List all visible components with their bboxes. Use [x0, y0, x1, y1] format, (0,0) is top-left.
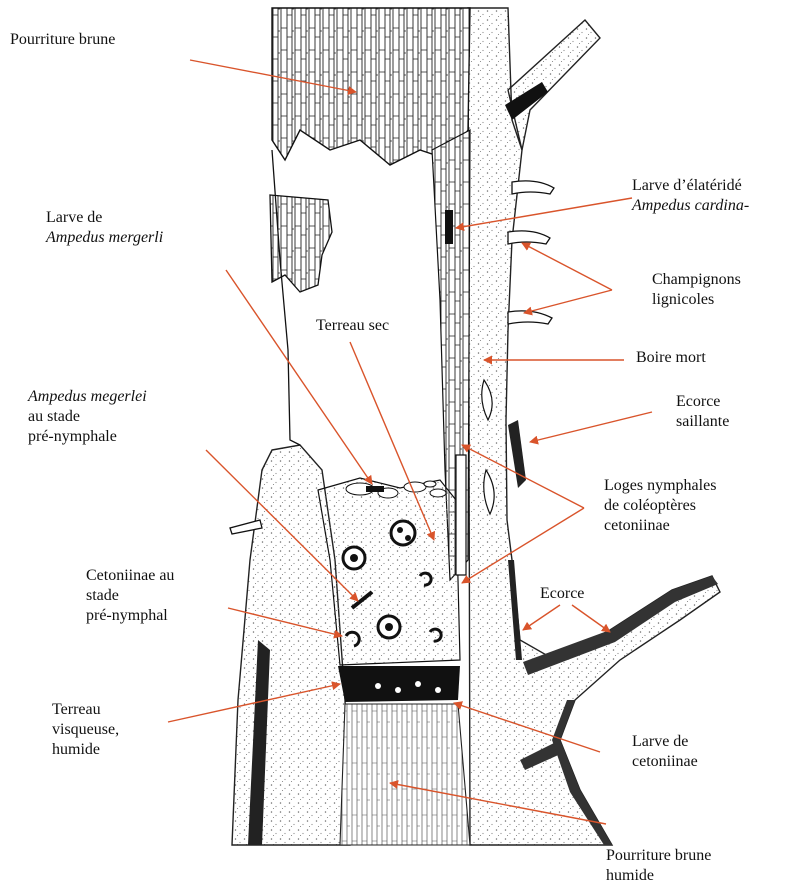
wet-mould [338, 666, 460, 702]
label-larve-mergerli: Larve de Ampedus mergerli [46, 208, 163, 248]
label-loges-nymphales: Loges nymphales de coléoptères cetoniina… [604, 476, 716, 536]
arrow-champignons-1 [522, 243, 612, 290]
label-ecorce-saillante: Ecorce saillante [676, 392, 729, 432]
label-larve-cetoniinae: Larve de cetoniinae [632, 732, 698, 772]
label-boire-mort: Boire mort [636, 348, 706, 368]
label-pourriture-brune-humide: Pourriture brune humide [606, 846, 711, 886]
arrow-ecorce-2 [572, 605, 610, 632]
label-larve-elateride: Larve d’élatéridé Ampedus cardina- [632, 176, 749, 216]
label-champignons-lignicoles: Champignons lignicoles [652, 270, 741, 310]
arrow-ecorce-saillante [530, 412, 652, 442]
label-ampedus-megerlei: Ampedus megerlei au stade pré-nymphale [28, 387, 147, 447]
label-ecorce: Ecorce [540, 584, 584, 604]
wet-brown-rot [340, 704, 470, 845]
label-pourriture-brune: Pourriture brune [10, 30, 115, 50]
label-cetoniinae-stade: Cetoniinae au stade pré-nymphal [86, 566, 174, 626]
label-terreau-visqueuse: Terreau visqueuse, humide [52, 700, 119, 760]
arrow-champignons-2 [524, 290, 612, 313]
protruding-bark [508, 420, 526, 488]
arrow-ecorce-1 [523, 605, 560, 630]
upper-branch [508, 20, 600, 150]
label-terreau-sec: Terreau sec [316, 316, 389, 336]
hollow-outline [272, 150, 300, 445]
upper-decay-column [272, 8, 470, 165]
